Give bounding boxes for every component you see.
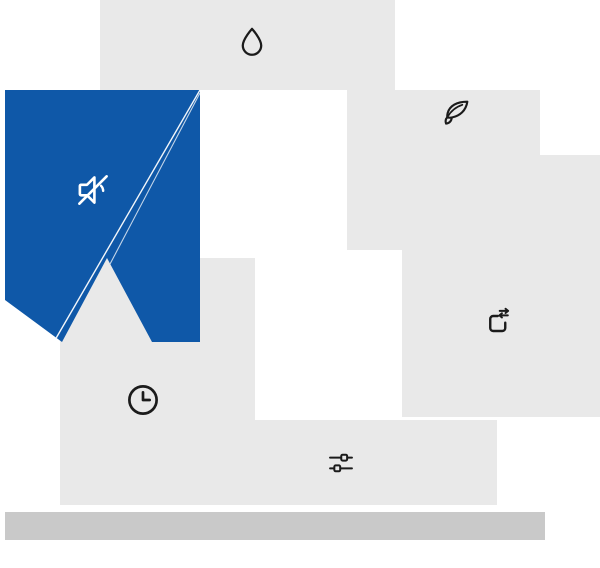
banner-ribbon-shape <box>5 90 200 342</box>
leaf-icon <box>438 95 474 131</box>
clock-icon <box>123 380 163 420</box>
tile-sliders[interactable] <box>200 420 497 505</box>
plug-swap-icon <box>478 303 516 341</box>
bottom-bar <box>5 512 545 540</box>
options-sliders-icon <box>323 446 359 480</box>
droplet-icon <box>234 22 270 62</box>
muted-audio-banner[interactable] <box>5 90 200 342</box>
tile-droplet[interactable] <box>100 0 395 90</box>
speaker-mute-icon <box>71 168 115 212</box>
tile-plug[interactable] <box>402 155 600 417</box>
